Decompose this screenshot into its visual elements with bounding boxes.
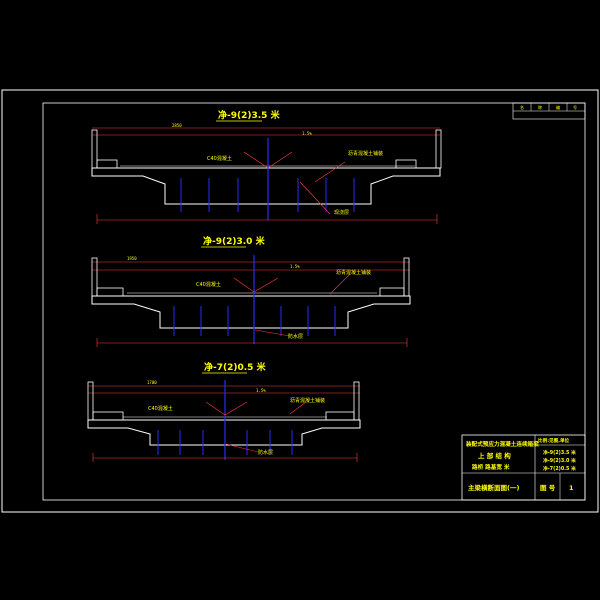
section-2-callout-concrete: C40混凝土 [196,281,221,288]
title-block-part: 上 部 结 构 [478,451,511,460]
title-block-sheet-no: 1 [569,484,574,492]
section-1-callout-pavement: 沥青混凝土铺装 [348,150,383,157]
section-2-callout-layer: 防水层 [288,333,303,340]
section-2-title: 净-9(2)3.0 米 [203,235,266,247]
title-block-drawing-title: 主梁横断面图(一) [468,483,519,492]
revision-table: 名 称 编 号 [512,102,586,120]
revision-header-1: 名 [520,104,524,110]
title-block-project: 装配式预应力混凝土连续箱梁 [465,440,539,448]
section-2-width: 1950 [127,256,137,261]
section-2-slope: 1.5% [290,264,300,269]
title-block-scale: 比例:见图,单位 [538,437,570,444]
title-block-design-3: 净-7(2)0.5 米 [543,465,576,472]
revision-header-2: 称 [538,104,542,110]
title-block-spec: 路桥 路基宽 米 [472,463,510,471]
section-1-callout-layer: 现浇层 [334,209,349,216]
title-block-design-1: 净-9(2)3.5 米 [543,449,576,456]
section-3-callout-concrete: C40混凝土 [148,405,173,412]
revision-header-3: 编 [556,104,560,110]
section-3-width: 1700 [147,380,157,385]
title-block-sheet-label: 图 号 [540,483,556,492]
section-3-callout-layer: 防水层 [258,449,273,456]
section-1-width: 2850 [172,123,182,128]
revision-header-4: 号 [573,104,577,110]
title-block-design-2: 净-9(2)3.0 米 [543,457,576,464]
section-2-callout-pavement: 沥青混凝土铺装 [336,269,371,276]
section-3-title: 净-7(2)0.5 米 [204,361,267,373]
cross-section-2: 净-9(2)3.0 米 1950 C40混凝土 沥青混凝土铺装 防水层 1.5% [91,235,411,347]
section-3-slope: 1.5% [256,388,266,393]
cross-section-1: 净-9(2)3.5 米 2850 C40混凝土 沥青混凝土铺装 现浇层 1.5% [91,109,442,224]
section-1-callout-concrete: C40混凝土 [207,155,232,162]
outer-frame [1,89,599,513]
section-3-callout-pavement: 沥青混凝土铺装 [290,397,325,404]
section-1-slope: 1.5% [302,131,312,136]
cross-section-3: 净-7(2)0.5 米 1700 C40混凝土 沥青混凝土铺装 防水层 1.5% [87,361,361,462]
section-1-title: 净-9(2)3.5 米 [218,109,281,121]
title-block: 装配式预应力混凝土连续箱梁 上 部 结 构 路桥 路基宽 米 主梁横断面图(一)… [461,434,586,501]
inner-frame [42,102,586,501]
